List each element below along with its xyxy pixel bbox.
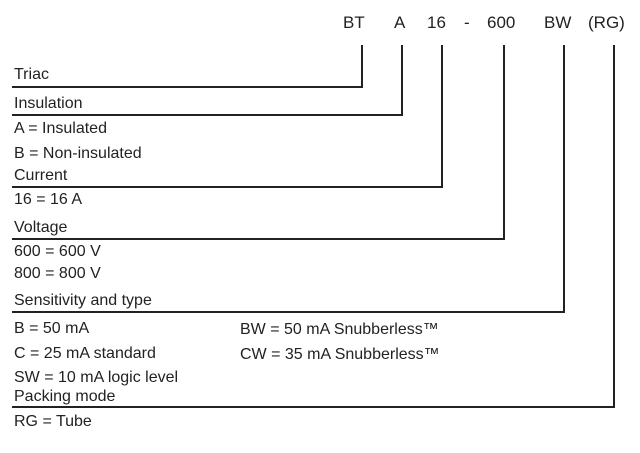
packing-title: Packing mode <box>14 388 116 405</box>
packing-option: RG = Tube <box>14 413 92 430</box>
code-sensitivity: BW <box>544 13 572 32</box>
sensitivity-title: Sensitivity and type <box>14 292 152 309</box>
sensitivity-option: SW = 10 mA logic level <box>14 369 179 386</box>
current-option: 16 = 16 A <box>14 191 83 208</box>
code-prefix: BT <box>343 13 365 32</box>
insulation-option: B = Non-insulated <box>14 145 142 162</box>
code-packing: (RG) <box>588 13 625 32</box>
voltage-title: Voltage <box>14 219 68 236</box>
sensitivity-option: B = 50 mA <box>14 320 90 337</box>
line-current <box>12 45 443 188</box>
code-insulation: A <box>394 13 406 32</box>
code-voltage: 600 <box>487 13 516 32</box>
line-packing <box>12 45 615 408</box>
triac-title: Triac <box>14 66 49 83</box>
sensitivity-option: C = 25 mA standard <box>14 345 156 362</box>
sensitivity-option: BW = 50 mA Snubberless™ <box>240 321 439 338</box>
line-triac <box>12 45 363 88</box>
line-insulation <box>12 45 403 116</box>
sensitivity-option: CW = 35 mA Snubberless™ <box>240 346 440 363</box>
code-dash: - <box>464 13 470 32</box>
voltage-option: 600 = 600 V <box>14 243 101 260</box>
voltage-option: 800 = 800 V <box>14 265 101 282</box>
code-current: 16 <box>427 13 446 32</box>
line-voltage <box>12 45 505 240</box>
insulation-option: A = Insulated <box>14 120 107 137</box>
insulation-title: Insulation <box>14 95 83 112</box>
current-title: Current <box>14 167 68 184</box>
line-sensitivity <box>12 45 565 313</box>
